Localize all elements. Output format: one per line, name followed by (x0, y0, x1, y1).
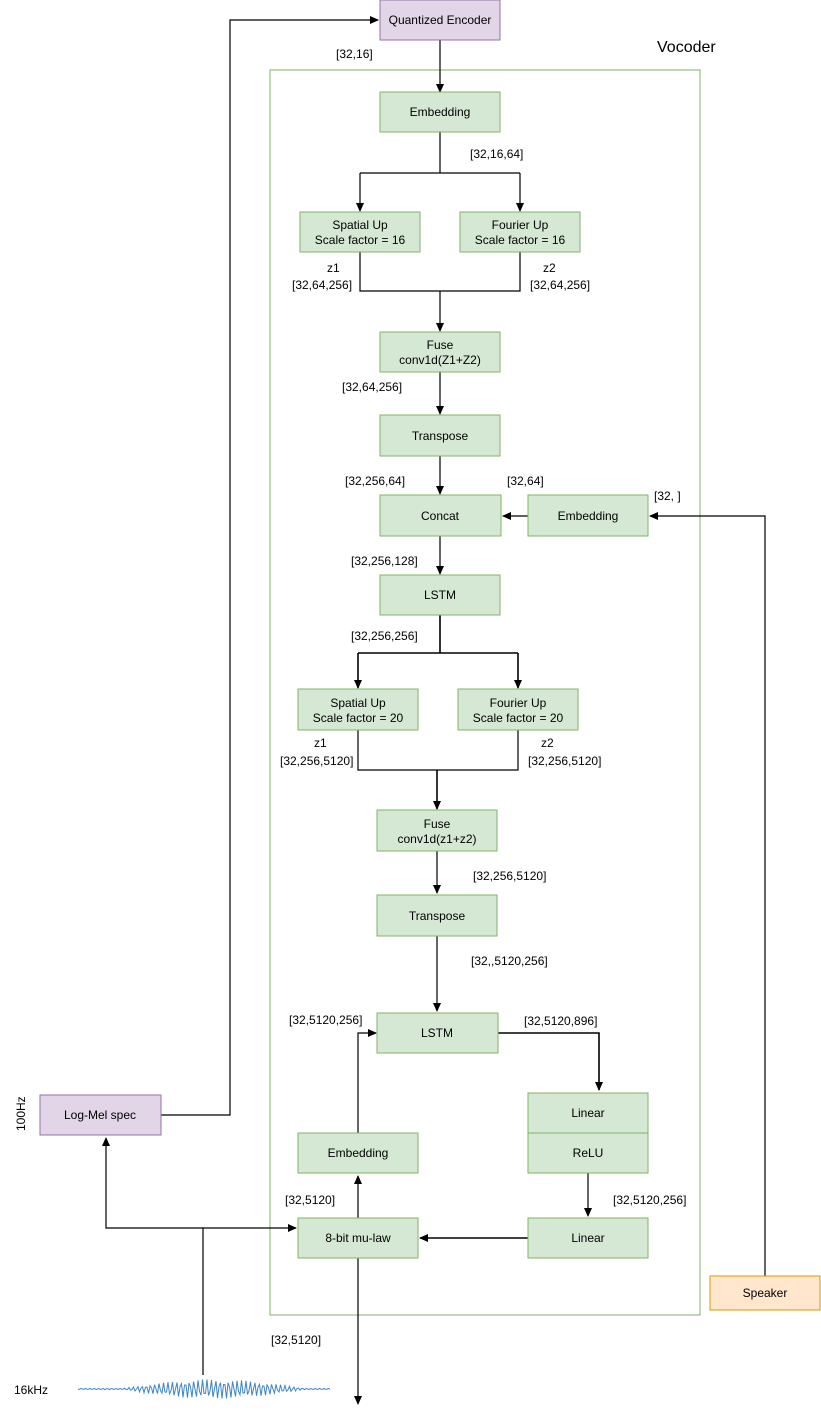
svg-text:Transpose: Transpose (412, 429, 469, 443)
svg-text:Linear: Linear (571, 1106, 604, 1120)
svg-text:Spatial Up: Spatial Up (332, 218, 388, 232)
concat-node: Concat (379, 494, 502, 537)
label-lstm1-out: [32,256,256] (351, 629, 418, 643)
embedding-bottom-node: Embedding (297, 1132, 419, 1174)
label-z2-b-shape: [32,256,5120] (528, 754, 601, 768)
label-z2-a: z2 (543, 261, 556, 275)
svg-text:Concat: Concat (421, 509, 460, 523)
label-lstm2-out: [32,5120,896] (524, 1014, 597, 1028)
svg-text:Fuse: Fuse (424, 817, 451, 831)
transpose-1-node: Transpose (379, 414, 501, 457)
svg-text:Scale factor = 16: Scale factor = 16 (475, 233, 566, 247)
svg-text:Scale factor = 20: Scale factor = 20 (313, 711, 404, 725)
svg-text:Scale factor = 20: Scale factor = 20 (473, 711, 564, 725)
relu-node: ReLU (527, 1132, 649, 1174)
svg-text:Fuse: Fuse (427, 338, 454, 352)
label-transpose2-out: [32,,5120,256] (471, 954, 548, 968)
svg-text:conv1d(z1+z2): conv1d(z1+z2) (397, 832, 476, 846)
svg-text:Linear: Linear (571, 1231, 604, 1245)
label-encoder-out: [32,16] (336, 47, 373, 61)
label-spk-embed-out: [32,64] (507, 474, 544, 488)
spatial-up-2-node: Spatial Up Scale factor = 20 (297, 688, 419, 731)
spatial-up-1-node: Spatial Up Scale factor = 16 (299, 211, 421, 253)
svg-text:Embedding: Embedding (328, 1146, 389, 1160)
fourier-up-2-node: Fourier Up Scale factor = 20 (457, 688, 579, 731)
svg-text:LSTM: LSTM (421, 1026, 453, 1040)
mulaw-node: 8-bit mu-law (297, 1217, 419, 1259)
svg-text:Spatial Up: Spatial Up (330, 696, 386, 710)
label-transpose1-out: [32,256,64] (345, 474, 405, 488)
svg-text:Embedding: Embedding (558, 509, 619, 523)
edges (102, 16, 766, 1405)
speaker-node: Speaker (709, 1275, 821, 1311)
label-relu-out: [32,5120,256] (613, 1193, 686, 1207)
svg-text:conv1d(Z1+Z2): conv1d(Z1+Z2) (399, 353, 481, 367)
svg-text:ReLU: ReLU (573, 1146, 604, 1160)
waveform-icon (77, 1379, 331, 1399)
svg-text:Embedding: Embedding (410, 105, 471, 119)
svg-text:Transpose: Transpose (409, 909, 466, 923)
svg-text:LSTM: LSTM (424, 588, 456, 602)
label-embed-out: [32,16,64] (470, 147, 523, 161)
linear-2-node: Linear (527, 1217, 649, 1259)
label-z1-b: z1 (314, 736, 327, 750)
label-concat-out: [32,256,128] (351, 554, 418, 568)
svg-text:Scale factor = 16: Scale factor = 16 (315, 233, 406, 247)
lstm-1-node: LSTM (379, 574, 501, 616)
linear-1-node: Linear (527, 1092, 649, 1134)
label-wave-in: [32,5120] (271, 1333, 321, 1347)
edge-labels: [32,16] [32,16,64] z1 [32,64,256] z2 [32… (14, 47, 686, 1397)
label-mulaw-out: [32,5120] (285, 1193, 335, 1207)
transpose-2-node: Transpose (376, 894, 498, 937)
vocoder-container (269, 69, 701, 1316)
label-z1-a-shape: [32,64,256] (292, 278, 352, 292)
speaker-embedding-node: Embedding (527, 494, 649, 537)
label-lstm2-in: [32,5120,256] (289, 1013, 362, 1027)
lstm-2-node: LSTM (376, 1012, 499, 1054)
label-rate-16khz: 16kHz (14, 1383, 48, 1397)
svg-text:Fourier Up: Fourier Up (490, 696, 547, 710)
svg-text:8-bit mu-law: 8-bit mu-law (325, 1231, 391, 1245)
fourier-up-1-node: Fourier Up Scale factor = 16 (459, 211, 581, 253)
logmel-node: Log-Mel spec (39, 1094, 162, 1136)
vocoder-title: Vocoder (657, 39, 716, 56)
embedding-top-node: Embedding (379, 91, 501, 133)
svg-text:Quantized Encoder: Quantized Encoder (389, 13, 492, 27)
svg-text:Fourier Up: Fourier Up (492, 218, 549, 232)
label-z1-b-shape: [32,256,5120] (280, 754, 353, 768)
fuse-2-node: Fuse conv1d(z1+z2) (376, 809, 498, 852)
svg-text:Log-Mel spec: Log-Mel spec (64, 1108, 136, 1122)
label-speaker-in: [32, ] (654, 489, 681, 503)
fuse-1-node: Fuse conv1d(Z1+Z2) (379, 331, 501, 373)
label-rate-100hz: 100Hz (14, 1096, 28, 1131)
label-z2-b: z2 (541, 736, 554, 750)
label-z1-a: z1 (327, 261, 340, 275)
svg-text:Speaker: Speaker (743, 1286, 788, 1300)
label-fuse1-out: [32,64,256] (342, 380, 402, 394)
label-fuse2-out: [32,256,5120] (473, 869, 546, 883)
label-z2-a-shape: [32,64,256] (530, 278, 590, 292)
quantized-encoder-node: Quantized Encoder (379, 0, 501, 41)
